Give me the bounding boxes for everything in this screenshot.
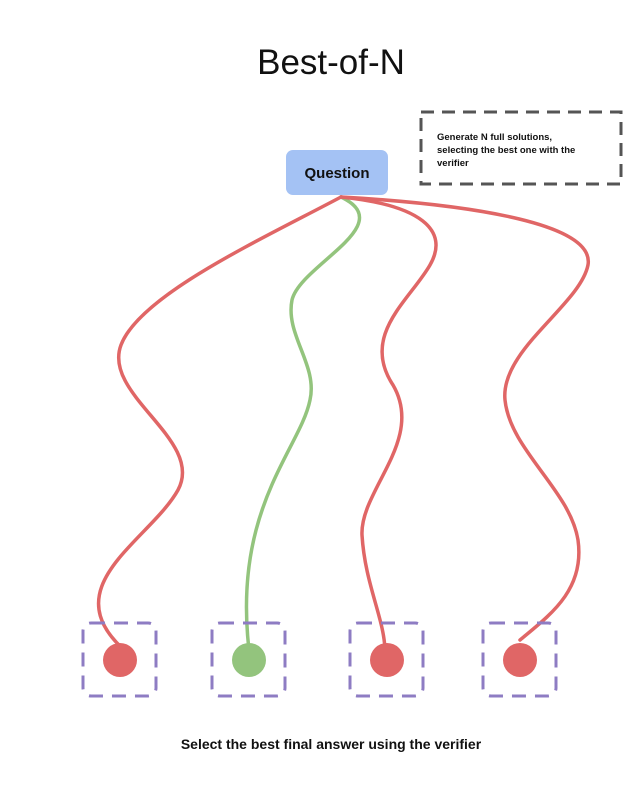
- candidate-answers: [81, 621, 558, 698]
- diagram-title: Best-of-N: [257, 43, 405, 82]
- solution-path-3: [339, 195, 438, 654]
- solution-path-4: [339, 195, 590, 642]
- note-line-3: verifier: [437, 158, 469, 169]
- candidate-answer-1: [81, 621, 158, 698]
- candidate-answer-4: [481, 621, 558, 698]
- solution-paths: [96, 195, 590, 660]
- solution-path-2: [244, 195, 362, 660]
- candidate-box: [348, 621, 425, 698]
- footer-caption: Select the best final answer using the v…: [181, 736, 482, 752]
- note-box-border: [419, 110, 623, 186]
- incorrect-answer-node: [503, 643, 537, 677]
- incorrect-answer-node: [103, 643, 137, 677]
- solution-path-1: [96, 195, 343, 650]
- note-line-2: selecting the best one with the: [437, 145, 575, 156]
- question-label: Question: [304, 165, 369, 182]
- candidate-answer-3: [348, 621, 425, 698]
- question-box: Question: [286, 150, 388, 195]
- note-box: Generate N full solutions, selecting the…: [419, 110, 623, 186]
- candidate-answer-2: [210, 621, 287, 698]
- incorrect-answer-node: [370, 643, 404, 677]
- note-line-1: Generate N full solutions,: [437, 132, 552, 143]
- question-box-bg: [286, 150, 388, 195]
- correct-answer-node: [232, 643, 266, 677]
- candidate-box: [210, 621, 287, 698]
- candidate-box: [81, 621, 158, 698]
- candidate-box: [481, 621, 558, 698]
